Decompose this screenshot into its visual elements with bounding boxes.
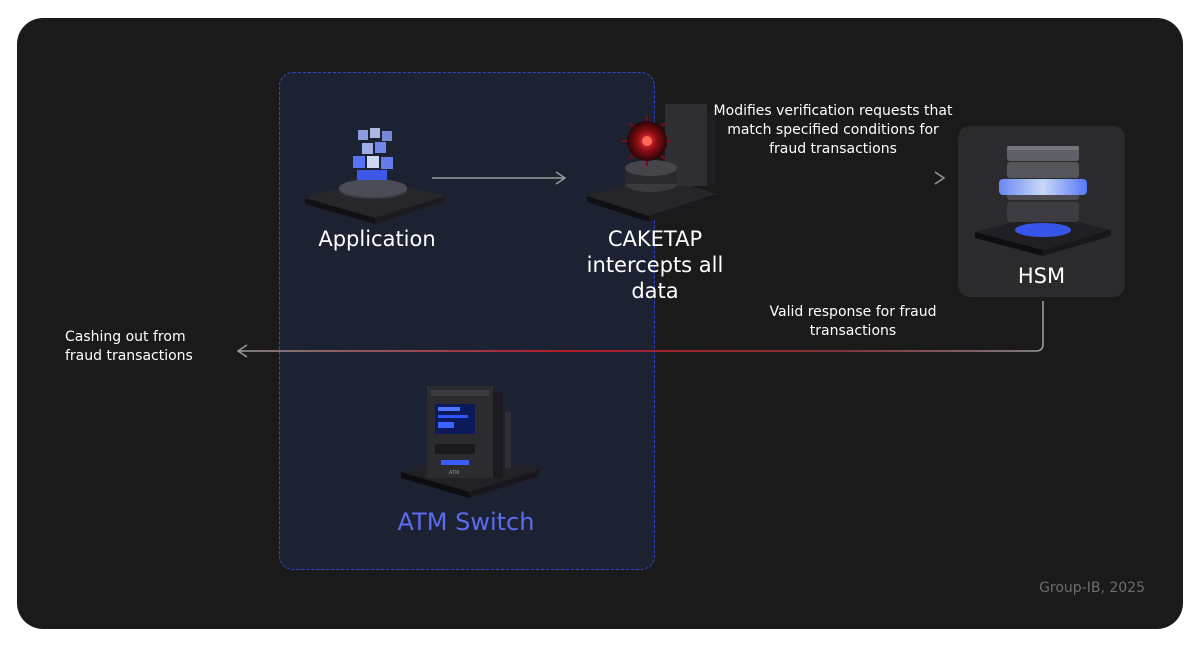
atm-switch-label: ATM Switch <box>397 508 535 536</box>
modifies-requests-label: Modifies verification requests that matc… <box>713 103 953 157</box>
hsm-label: HSM <box>1017 264 1066 288</box>
svg-text:ATM: ATM <box>449 470 459 476</box>
hsm-server-stack-icon <box>975 146 1111 256</box>
diagram-graphics: ATM <box>236 104 1111 498</box>
diagram-panel: ATM Application CAKETAP intercepts all d… <box>17 18 1183 629</box>
application-blocks-icon <box>305 128 445 224</box>
virus-server-icon <box>587 104 717 222</box>
atm-machine-icon: ATM <box>401 386 539 498</box>
valid-response-label: Valid response for fraud transactions <box>769 304 937 339</box>
cash-out-label: Cashing out from fraud transactions <box>65 329 193 364</box>
footer-credit: Group-IB, 2025 <box>1039 580 1145 596</box>
arrow-application-to-caketap <box>432 171 567 185</box>
caketap-label: CAKETAP intercepts all data <box>586 227 724 303</box>
application-label: Application <box>318 227 436 251</box>
arrow-caketap-to-hsm <box>730 171 946 185</box>
arrow-hsm-to-cashout <box>236 301 1044 358</box>
